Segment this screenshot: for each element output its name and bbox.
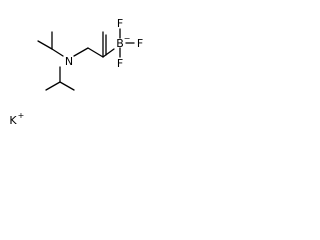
atom-label-potassium: K [9, 114, 17, 127]
bond-alkene-carbon-boron [102, 48, 115, 58]
bond-lower-ch-methyl-left [45, 81, 61, 91]
atom-label-fluorine-top: F [117, 17, 123, 30]
atom-label-nitrogen: N [65, 55, 73, 68]
bond-upper-methyl-left [37, 40, 53, 50]
chemical-structure: N B − F F F K + [9, 17, 143, 127]
boron-negative-charge: − [124, 34, 131, 43]
atom-label-fluorine-right: F [137, 37, 143, 50]
potassium-positive-charge: + [18, 111, 25, 120]
bond-lower-ch-methyl-right [59, 81, 75, 91]
bond-nitrogen-ch2 [73, 47, 89, 57]
atom-label-boron: B [116, 37, 124, 50]
bond-upper-ch-nitrogen [51, 48, 64, 57]
atom-label-fluorine-bottom: F [117, 57, 123, 70]
bond-ch2-alkene-carbon [87, 47, 104, 58]
